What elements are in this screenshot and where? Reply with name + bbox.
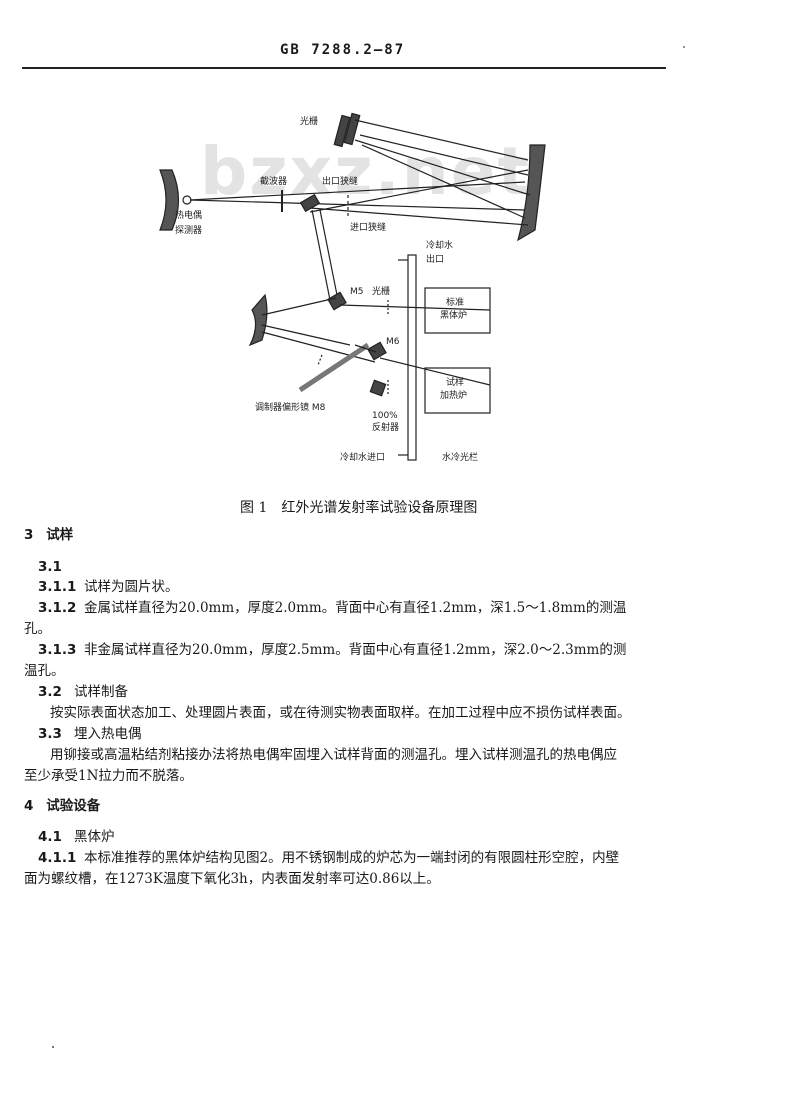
water-cooled-plate <box>407 254 417 461</box>
label-water-cooled-diaphragm: 水冷光栏 <box>442 451 478 463</box>
label-thermocouple: 热电偶 <box>175 209 202 221</box>
label-cooling-in: 冷却水进口 <box>340 451 385 463</box>
clause-3-3-text-1: 用铆接或高温粘结剂粘接办法将热电偶牢固埋入试样背面的测温孔。埋入试样测温孔的热电… <box>50 747 617 763</box>
label-m6: M6 <box>386 337 400 347</box>
grating <box>333 114 351 148</box>
thermocouple-detector <box>182 195 192 205</box>
label-diaphragm: 光栅 <box>372 285 390 297</box>
standard-blackbody-box <box>424 287 491 334</box>
m5-mirror <box>327 291 347 311</box>
label-chopper: 截波器 <box>260 175 287 187</box>
label-cooling-out-1: 冷却水 <box>426 239 453 251</box>
label-sample-2: 加热炉 <box>440 389 467 401</box>
m6-mirror <box>367 341 387 361</box>
label-std-bb-2: 黑体炉 <box>440 309 467 321</box>
label-entrance-slit: 进口狭缝 <box>350 221 386 233</box>
label-sample-1: 试样 <box>446 376 464 388</box>
label-exit-slit: 出口狭缝 <box>322 175 358 187</box>
clause-3-1-2-cont: 孔。 <box>24 621 51 637</box>
scan-speck-bottom <box>52 1046 54 1048</box>
sample-heater-box <box>424 367 491 414</box>
label-grating: 光栅 <box>300 115 318 127</box>
label-detector: 探测器 <box>175 224 202 236</box>
clause-3-2-text: 按实际表面状态加工、处理圆片表面，或在待测实物表面取样。在加工过程中应不损伤试样… <box>50 705 631 721</box>
label-std-bb-1: 标准 <box>446 296 464 308</box>
lower-left-mirror <box>248 293 268 347</box>
figure-1-diagram: 光栅 截波器 出口狭缝 热电偶 探测器 进口狭缝 冷却水 出口 M5 光栅 标准… <box>159 112 546 463</box>
label-m5: M5 <box>350 287 364 297</box>
left-spherical-mirror <box>159 169 180 231</box>
section-4-heading: 4 试验设备 <box>24 798 101 814</box>
modulator-mirror <box>298 342 370 393</box>
clause-3-1: 3.1 <box>38 559 62 575</box>
figure-caption: 图 1 红外光谱发射率试验设备原理图 <box>240 500 478 516</box>
label-reflector-1: 100% <box>372 411 398 421</box>
label-cooling-out-2: 出口 <box>426 253 444 265</box>
scan-speck <box>683 46 685 48</box>
clause-4-1-1-cont: 面为螺纹槽，在1273K温度下氧化3h，内表面发射率可达0.86以上。 <box>24 871 440 887</box>
label-reflector-2: 反射器 <box>372 421 399 433</box>
label-modulator: 调制器偏形镜 M8 <box>255 401 326 413</box>
clause-3-1-3-cont: 温孔。 <box>24 663 65 679</box>
standard-code-header: GB 7288.2—87 <box>280 42 406 58</box>
reflector <box>369 379 387 397</box>
clause-3-3-text-2: 至少承受1N拉力而不脱落。 <box>24 768 193 784</box>
right-concave-mirror <box>517 144 546 242</box>
flat-mirror <box>299 193 321 213</box>
header-rule <box>22 67 666 69</box>
section-3-heading: 3 试样 <box>24 527 74 543</box>
